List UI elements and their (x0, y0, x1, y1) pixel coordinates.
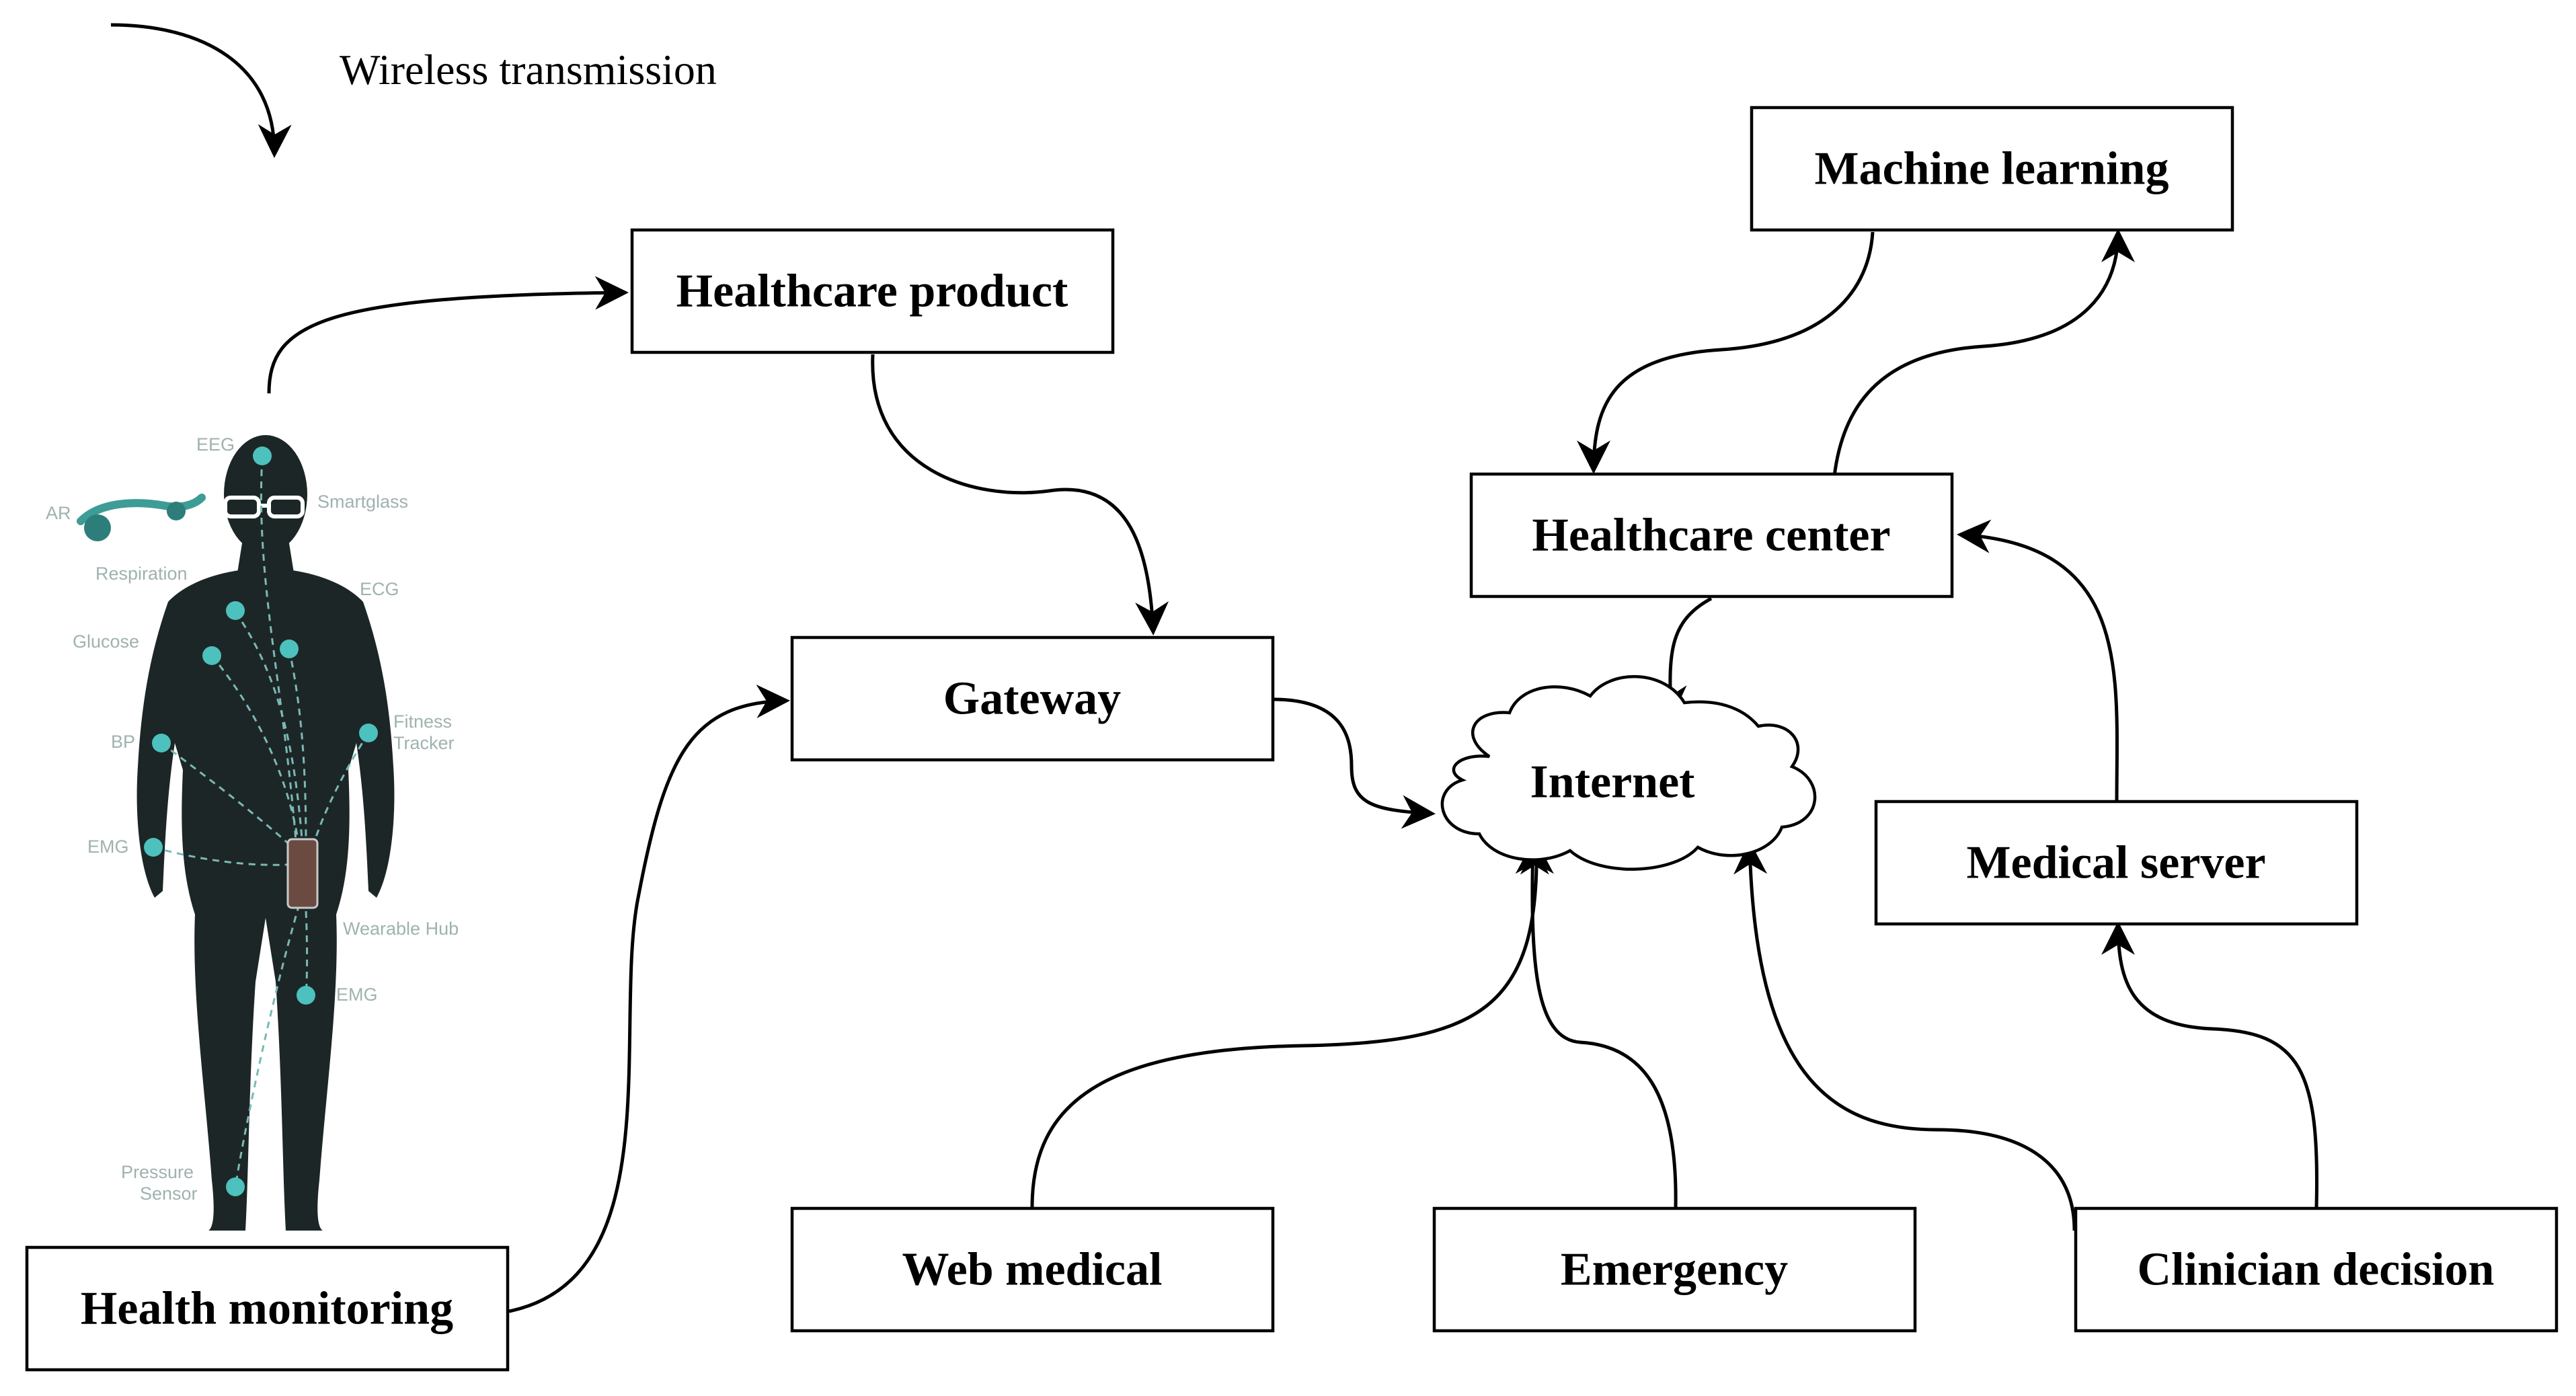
healthcare-product-label: Healthcare product (676, 266, 1068, 317)
sensor-label-pressure: Pressure (121, 1162, 194, 1182)
legend: Wireless transmission (110, 23, 717, 158)
sensor-dots (144, 447, 378, 1196)
arrow-machine-learning-to-healthcare-center (1577, 231, 1875, 474)
human-body-illustration: EEG Smartglass AR Respiration ECG Glucos… (46, 434, 459, 1231)
internet-cloud: Internet (1440, 675, 1817, 871)
healthcare-product-box: Healthcare product (630, 228, 1115, 354)
sensor-label-fitness: Fitness (393, 711, 452, 732)
emergency-label: Emergency (1561, 1244, 1788, 1296)
arrow-clinician-decision-to-internet (1733, 841, 2076, 1231)
sensor-label-bp: BP (111, 732, 135, 752)
wearable-wires (153, 457, 370, 1188)
arrow-body-to-healthcare-product (267, 276, 629, 394)
sensor-label-sensor: Sensor (140, 1184, 198, 1204)
healthcare-center-label: Healthcare center (1532, 510, 1890, 561)
legend-arrow (110, 23, 292, 158)
arrow-medical-server-to-healthcare-center (1957, 519, 2119, 801)
sensor-label-tracker: Tracker (393, 733, 455, 753)
connectors (267, 229, 2318, 1313)
ar-headset-icon (77, 494, 206, 541)
body-silhouette (136, 435, 395, 1231)
cloud-shape (1440, 675, 1817, 871)
machine-learning-box: Machine learning (1750, 106, 2234, 232)
gateway-label: Gateway (943, 673, 1121, 725)
sensor-label-smartglass: Smartglass (317, 492, 408, 512)
gateway-box: Gateway (790, 635, 1275, 762)
arrow-emergency-to-internet (1515, 841, 1678, 1208)
wearable-hub-icon (286, 838, 319, 909)
arrow-healthcare-product-to-gateway (871, 354, 1169, 635)
legend-label: Wireless transmission (340, 46, 717, 93)
clinician-decision-label: Clinician decision (2138, 1244, 2495, 1296)
emergency-box: Emergency (1432, 1206, 1917, 1333)
sensor-labels: EEG Smartglass AR Respiration ECG Glucos… (46, 434, 459, 1204)
arrow-gateway-to-internet (1272, 697, 1436, 829)
sensor-label-wearable-hub: Wearable Hub (343, 919, 459, 939)
arrow-web-medical-to-internet (1030, 841, 1554, 1208)
sensor-label-emg-leg: EMG (336, 984, 378, 1005)
internet-label: Internet (1530, 757, 1695, 808)
sensor-label-respiration: Respiration (95, 564, 188, 584)
web-medical-box: Web medical (790, 1206, 1275, 1333)
machine-learning-label: Machine learning (1815, 143, 2169, 195)
web-medical-label: Web medical (902, 1244, 1163, 1296)
sensor-label-glucose: Glucose (73, 631, 139, 652)
sensor-label-emg-arm: EMG (87, 837, 129, 857)
sensor-label-ecg: ECG (360, 579, 399, 599)
arrow-healthcare-center-to-machine-learning (1832, 229, 2135, 477)
health-monitoring-box: Health monitoring (25, 1245, 510, 1372)
clinician-decision-box: Clinician decision (2074, 1206, 2559, 1333)
healthcare-center-box: Healthcare center (1469, 472, 1954, 598)
medical-server-box: Medical server (1874, 800, 2359, 926)
arrow-clinician-decision-to-medical-server (2101, 921, 2318, 1208)
sensor-label-eeg: EEG (196, 434, 235, 455)
smartglass-icon (223, 496, 305, 518)
sensor-label-ar: AR (46, 503, 71, 523)
arrow-health-monitoring-to-gateway (508, 684, 790, 1313)
health-monitoring-label: Health monitoring (81, 1283, 453, 1335)
medical-server-label: Medical server (1966, 837, 2265, 889)
